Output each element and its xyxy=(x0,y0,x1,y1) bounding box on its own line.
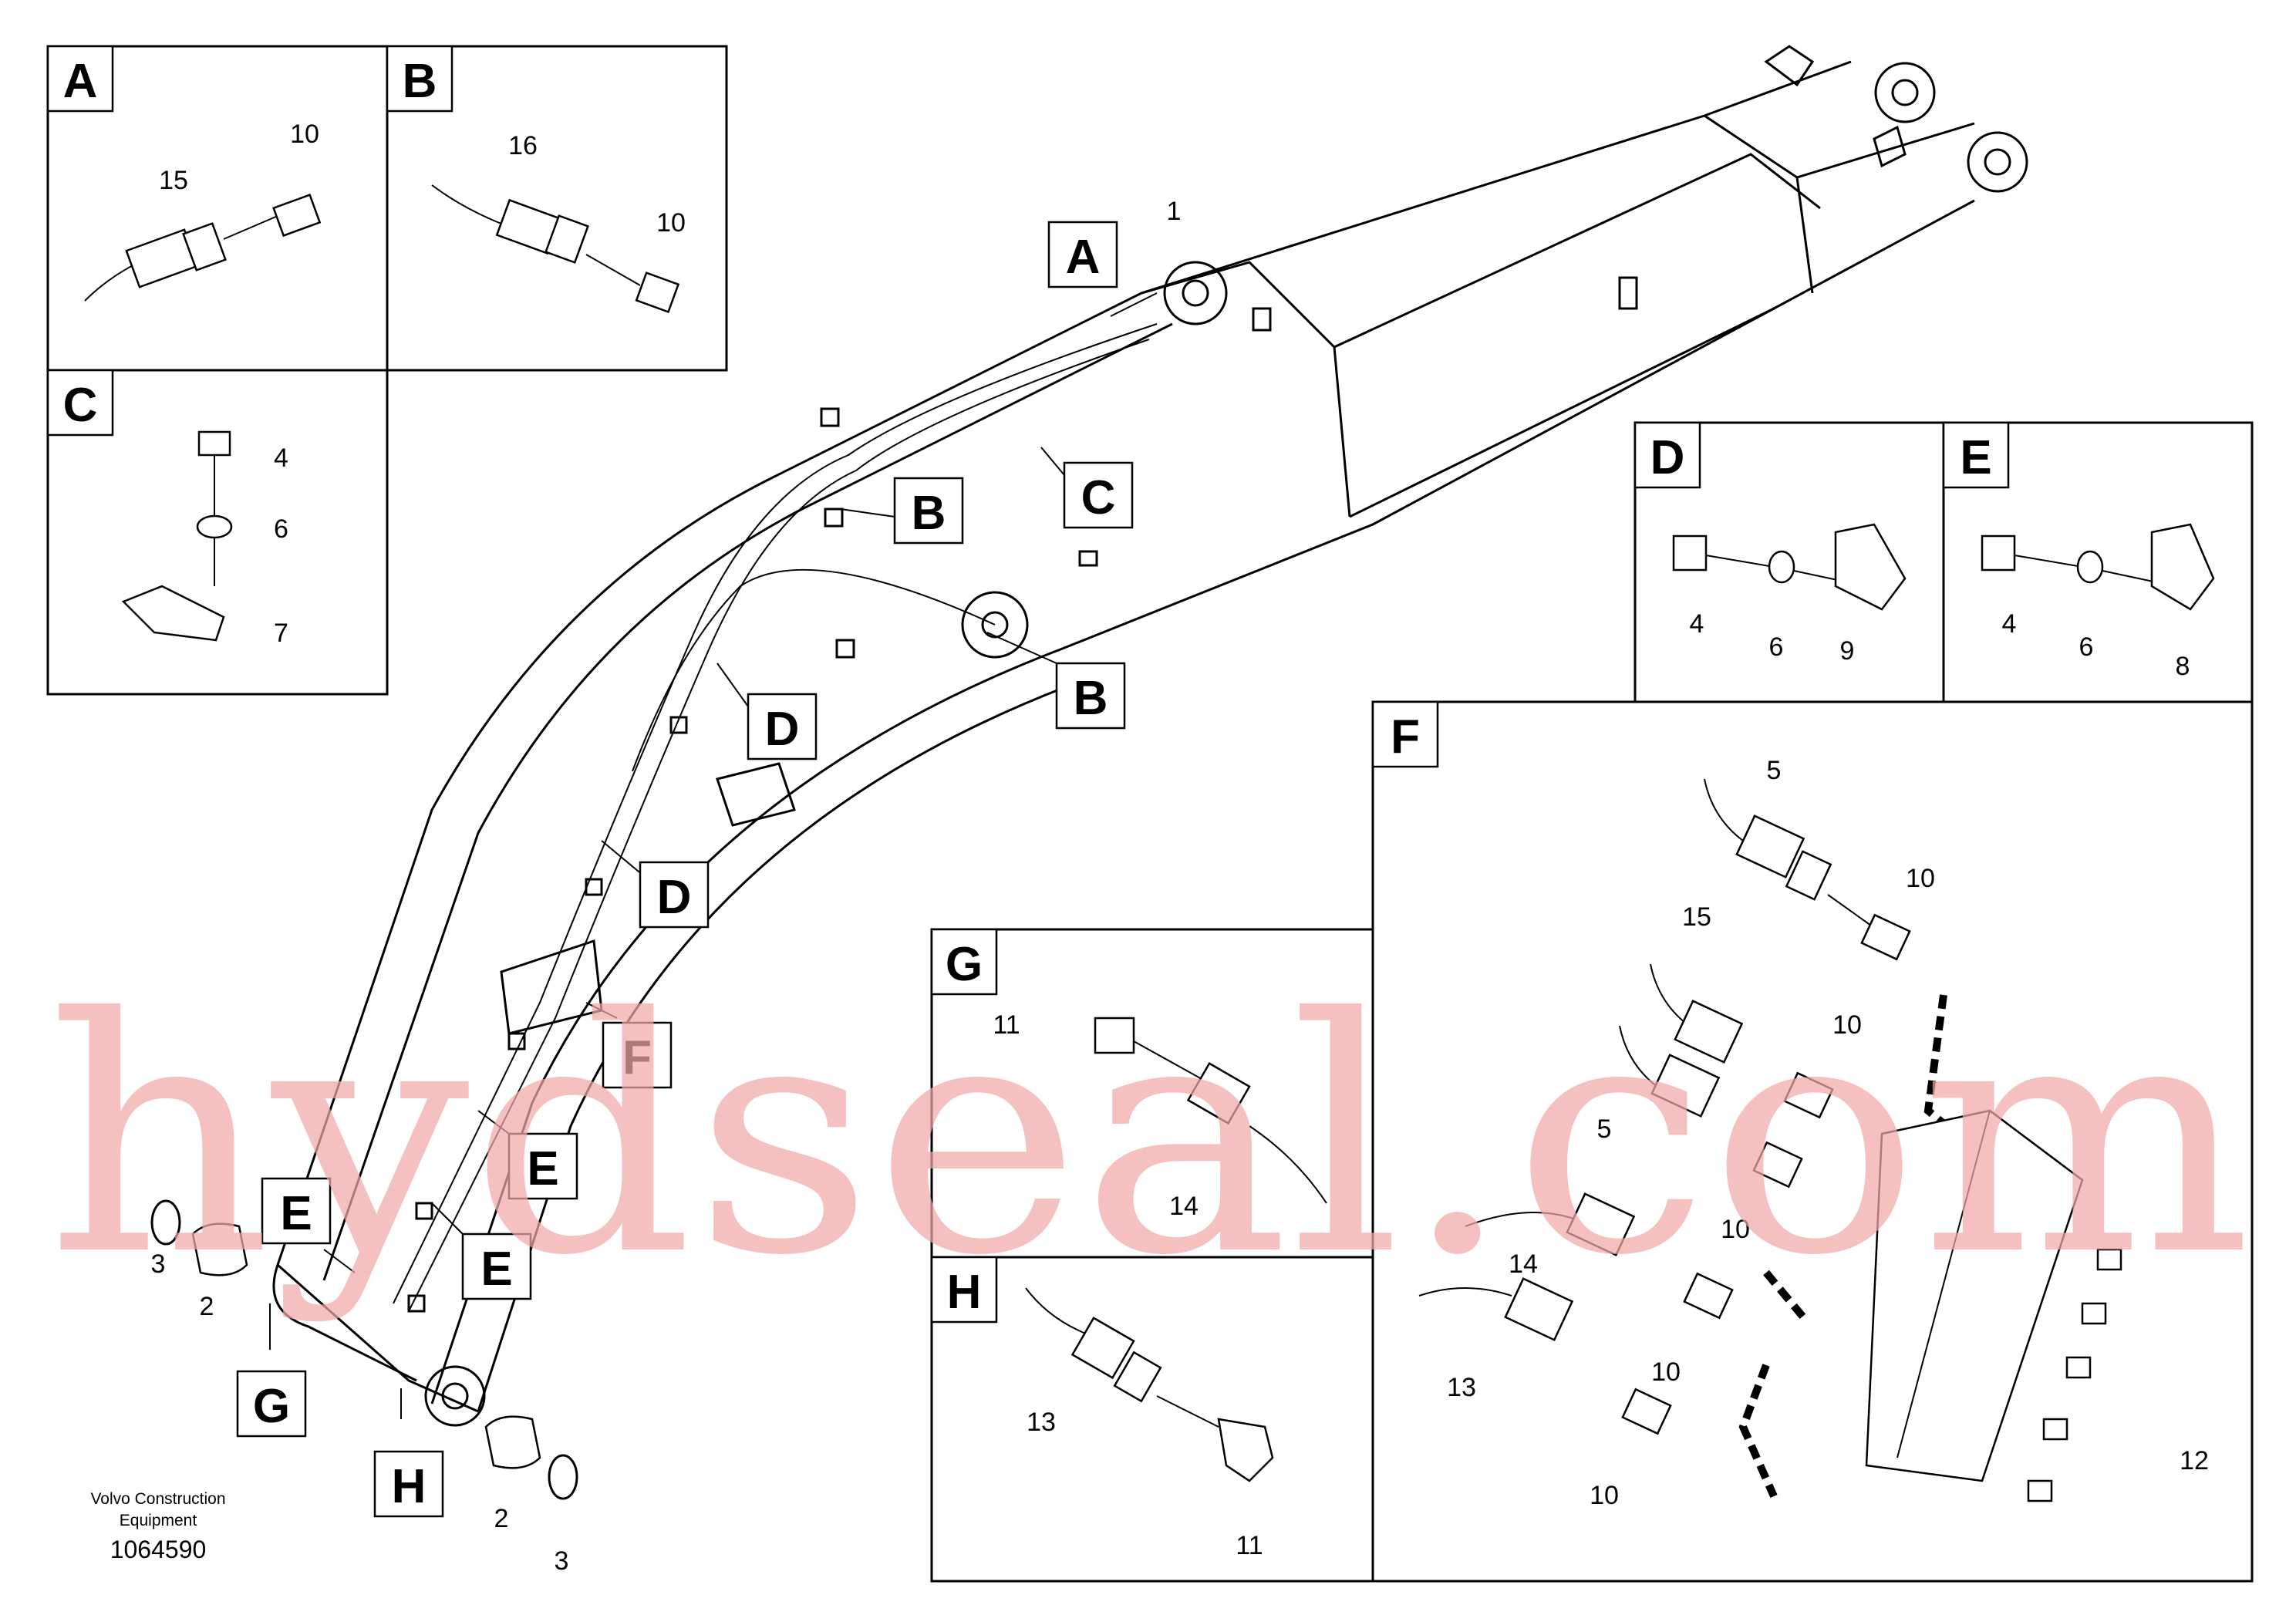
callout-numbers: 15 10 16 10 4 6 7 4 6 9 4 6 8 5 10 15 10… xyxy=(151,120,2209,1576)
callout-2-right: 2 xyxy=(494,1504,509,1533)
boom-marker-g: G xyxy=(253,1380,290,1433)
document-number: 1064590 xyxy=(110,1536,207,1563)
boom-marker-e-lower: E xyxy=(480,1243,512,1296)
watermark-text: hydseal.com xyxy=(46,949,2252,1327)
boom-marker-c: C xyxy=(1081,471,1116,524)
callout-15-a: 15 xyxy=(159,166,188,195)
callout-10-b: 10 xyxy=(656,208,686,238)
label-box-d: D xyxy=(1650,431,1685,484)
callout-10-f-lower: 10 xyxy=(1721,1215,1750,1244)
callout-11-g: 11 xyxy=(993,1010,1020,1040)
callout-7-c: 7 xyxy=(274,619,288,648)
callout-4-c: 4 xyxy=(274,443,288,473)
callout-10-f-top: 10 xyxy=(1906,864,1935,893)
callout-3-left: 3 xyxy=(151,1249,166,1279)
label-box-e: E xyxy=(1960,431,1991,484)
label-box-f: F xyxy=(1391,710,1420,764)
callout-4-e: 4 xyxy=(2002,609,2017,639)
maker-line-1: Volvo Construction xyxy=(90,1490,225,1508)
label-box-b: B xyxy=(403,55,437,108)
callout-14-f: 14 xyxy=(1509,1249,1538,1279)
callout-11-h: 11 xyxy=(1236,1531,1263,1560)
label-box-c: C xyxy=(63,379,98,432)
detail-letter-labels: A B C D E F G H A B C B D D F E E E xyxy=(46,45,2010,1518)
callout-3-right: 3 xyxy=(555,1546,569,1576)
callout-6-d: 6 xyxy=(1769,632,1784,662)
boom-marker-h: H xyxy=(392,1460,426,1513)
detail-f-parts xyxy=(1418,778,2122,1502)
callout-13-f: 13 xyxy=(1447,1373,1476,1402)
callout-13-h: 13 xyxy=(1027,1408,1056,1437)
callout-16-b: 16 xyxy=(508,131,538,160)
detail-d-parts xyxy=(1672,523,1907,611)
boom-marker-a: A xyxy=(1066,231,1101,284)
detail-frames xyxy=(46,45,2254,1583)
boom-assembly xyxy=(150,45,2028,1500)
callout-5-f-mid: 5 xyxy=(1597,1114,1612,1144)
callout-10-a: 10 xyxy=(290,120,319,149)
boom-marker-d-upper: D xyxy=(765,703,800,756)
detail-e-parts xyxy=(1981,523,2215,611)
callout-6-e: 6 xyxy=(2079,632,2094,662)
boom-marker-e-left: E xyxy=(280,1187,312,1240)
callout-14-g: 14 xyxy=(1169,1192,1199,1221)
label-box-g: G xyxy=(946,938,983,991)
boom-marker-b-upper: B xyxy=(912,487,946,540)
detail-c-parts xyxy=(121,430,233,642)
detail-h-parts xyxy=(1025,1287,1274,1482)
boom-marker-b-lower: B xyxy=(1074,672,1108,725)
callout-2-left: 2 xyxy=(200,1292,214,1321)
callout-12-f: 12 xyxy=(2180,1446,2209,1475)
callout-15-f: 15 xyxy=(1682,902,1711,932)
detail-b-parts xyxy=(431,184,680,314)
maker-line-2: Equipment xyxy=(120,1512,197,1529)
callout-1-boom: 1 xyxy=(1167,197,1182,226)
callout-8-e: 8 xyxy=(2176,652,2190,681)
callout-4-d: 4 xyxy=(1690,609,1704,639)
detail-a-parts xyxy=(84,194,322,302)
label-box-a: A xyxy=(63,55,98,108)
boom-marker-e-right: E xyxy=(527,1142,558,1195)
callout-9-d: 9 xyxy=(1840,636,1855,666)
callout-6-c: 6 xyxy=(274,514,288,544)
label-box-h: H xyxy=(947,1266,982,1319)
callout-5-f-top: 5 xyxy=(1767,756,1782,785)
boom-marker-d-lower: D xyxy=(657,871,692,924)
callout-10-f-b1: 10 xyxy=(1651,1357,1681,1387)
boom-marker-f: F xyxy=(622,1031,652,1084)
callout-10-f-b2: 10 xyxy=(1590,1481,1619,1510)
callout-10-f-mid: 10 xyxy=(1832,1010,1862,1040)
detail-g-parts xyxy=(1094,1017,1327,1204)
